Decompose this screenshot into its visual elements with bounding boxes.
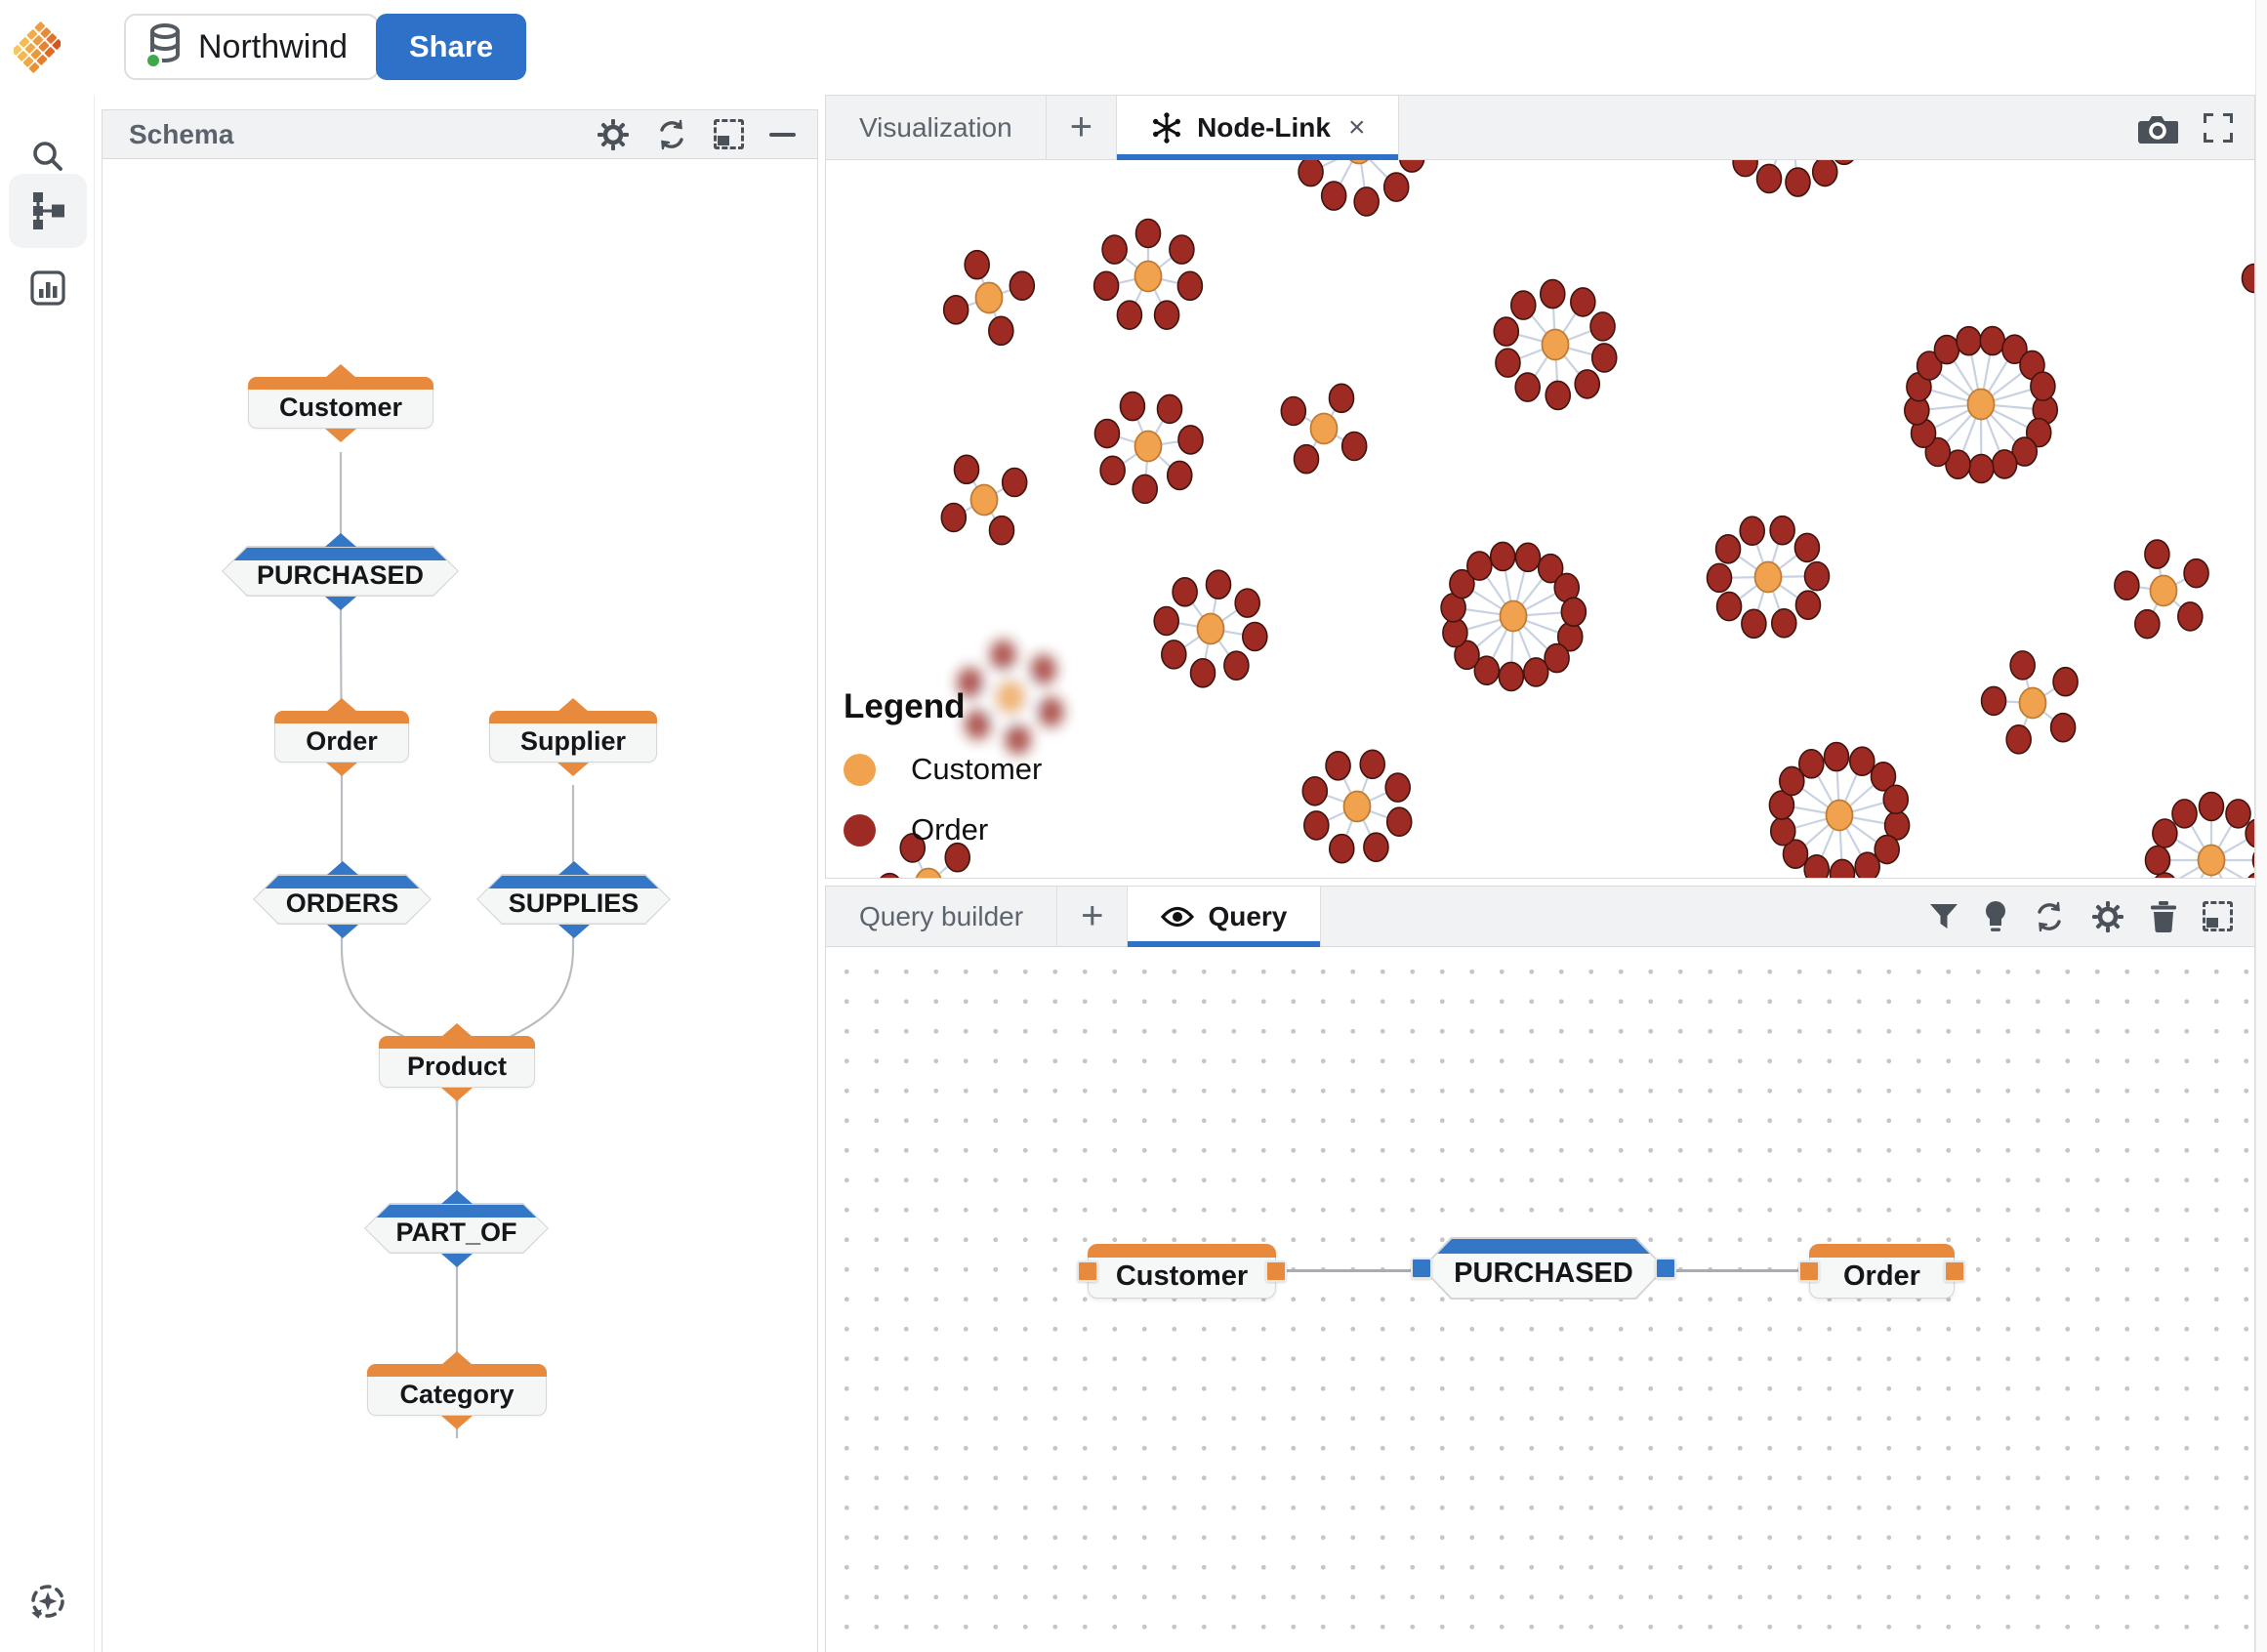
graph-cluster (1153, 569, 1268, 688)
graph-cluster (1768, 741, 1911, 878)
database-icon (144, 21, 185, 72)
order-color-swatch (844, 813, 876, 847)
bar-chart-icon (30, 270, 65, 306)
schema-panel-header: Schema (103, 110, 817, 159)
right-gutter (2255, 0, 2267, 1652)
query-link (1287, 1269, 1411, 1272)
schema-node-purchased[interactable]: PURCHASED (222, 533, 459, 610)
output-port[interactable] (1944, 1260, 1965, 1282)
legend-item-order: Order (844, 812, 1042, 847)
database-button[interactable]: Northwind (124, 14, 380, 80)
query-node-customer[interactable]: Customer (1077, 1244, 1287, 1299)
tab-add-visualization[interactable]: + (1047, 96, 1118, 159)
graph-cluster (2114, 539, 2209, 640)
tab-query[interactable]: Query (1128, 887, 1322, 947)
query-node-order[interactable]: Order (1798, 1244, 1965, 1299)
schema-node-supplies[interactable]: SUPPLIES (476, 861, 671, 938)
query-link (1676, 1269, 1798, 1272)
refresh-icon[interactable] (655, 118, 688, 151)
node-link-canvas[interactable]: Legend Customer Order (826, 160, 2254, 878)
graph-cluster (1980, 650, 2079, 755)
app-logo[interactable] (14, 16, 61, 78)
reset-layout-icon (31, 1585, 64, 1619)
filter-icon[interactable] (1929, 902, 1958, 931)
query-tabbar: Query builder + Query (826, 887, 2254, 947)
visualization-tabbar: Visualization + Node-Link × (826, 96, 2254, 160)
output-port[interactable] (1265, 1260, 1287, 1282)
collapse-icon[interactable] (769, 132, 796, 137)
sidebar-item-reset-view[interactable] (9, 1564, 87, 1638)
input-port[interactable] (1411, 1258, 1432, 1279)
schema-node-order[interactable]: Order (274, 698, 409, 776)
tab-query-builder[interactable]: Query builder (826, 887, 1058, 946)
search-icon (33, 142, 62, 171)
customer-color-swatch (844, 753, 876, 786)
graph-cluster (1732, 160, 1854, 197)
marquee-select-icon[interactable] (2203, 901, 2233, 931)
graph-cluster (940, 454, 1028, 546)
eye-icon (1161, 906, 1195, 927)
marquee-select-icon[interactable] (714, 119, 744, 149)
input-port[interactable] (1798, 1260, 1820, 1282)
graph-cluster (957, 640, 1064, 755)
database-name: Northwind (198, 27, 349, 65)
input-port[interactable] (1077, 1260, 1098, 1282)
settings-icon[interactable] (2091, 900, 2124, 933)
query-builder-canvas[interactable]: Customer PURCHASED Order (826, 947, 2254, 1652)
close-tab-icon[interactable]: × (1347, 110, 1366, 144)
graph-cluster (880, 833, 971, 878)
graph-cluster (1092, 218, 1204, 330)
sidebar-item-schema[interactable] (9, 174, 87, 248)
left-sidebar (0, 95, 95, 1652)
sidebar-item-charts[interactable] (9, 251, 87, 325)
visualization-panel: Visualization + Node-Link × (825, 95, 2255, 879)
schema-node-orders[interactable]: ORDERS (253, 861, 432, 938)
query-panel: Query builder + Query (825, 886, 2255, 1652)
share-button[interactable]: Share (376, 14, 527, 80)
graph-cluster (942, 249, 1036, 347)
refresh-icon[interactable] (2033, 900, 2066, 933)
graph-cluster (1280, 383, 1368, 475)
sidebar-item-search[interactable] (9, 120, 87, 194)
schema-node-product[interactable]: Product (379, 1023, 535, 1101)
tab-add-query[interactable]: + (1057, 887, 1129, 946)
query-node-purchased[interactable]: PURCHASED (1411, 1237, 1676, 1300)
legend-item-customer: Customer (844, 752, 1042, 787)
graph-cluster (1093, 391, 1204, 505)
tab-visualization[interactable]: Visualization (826, 96, 1047, 159)
graph-cluster (1493, 278, 1618, 411)
schema-canvas[interactable]: Customer PURCHASED Order Supplier ORDERS… (103, 159, 817, 1652)
output-port[interactable] (1655, 1258, 1676, 1279)
screenshot-camera-icon[interactable] (2137, 111, 2178, 145)
graph-cluster (2241, 263, 2254, 294)
top-bar: Northwind Share (0, 0, 2267, 95)
graph-cluster (1904, 325, 2059, 484)
graph-clusters[interactable] (826, 160, 2254, 878)
graph-cluster (1298, 160, 1425, 217)
legend-title: Legend (844, 687, 966, 725)
fullscreen-icon[interactable] (2204, 112, 2233, 143)
schema-node-customer[interactable]: Customer (248, 364, 433, 442)
schema-node-category[interactable]: Category (367, 1351, 547, 1429)
graph-cluster (1706, 515, 1831, 640)
graph-cluster (1301, 749, 1413, 864)
delete-trash-icon[interactable] (2150, 900, 2177, 932)
schema-panel: Schema Customer (102, 109, 818, 1652)
schema-tree-icon (33, 192, 64, 229)
schema-node-supplier[interactable]: Supplier (489, 698, 657, 776)
schema-node-part_of[interactable]: PART_OF (364, 1190, 549, 1267)
tab-node-link[interactable]: Node-Link × (1117, 96, 1400, 160)
graph-cluster (1440, 541, 1587, 692)
hint-bulb-icon[interactable] (1984, 900, 2007, 933)
settings-icon[interactable] (597, 118, 630, 151)
legend: Legend Customer Order (844, 687, 1042, 847)
node-link-icon (1153, 111, 1181, 144)
graph-cluster (2144, 791, 2254, 878)
status-dot (144, 52, 162, 69)
schema-panel-title: Schema (129, 118, 234, 149)
